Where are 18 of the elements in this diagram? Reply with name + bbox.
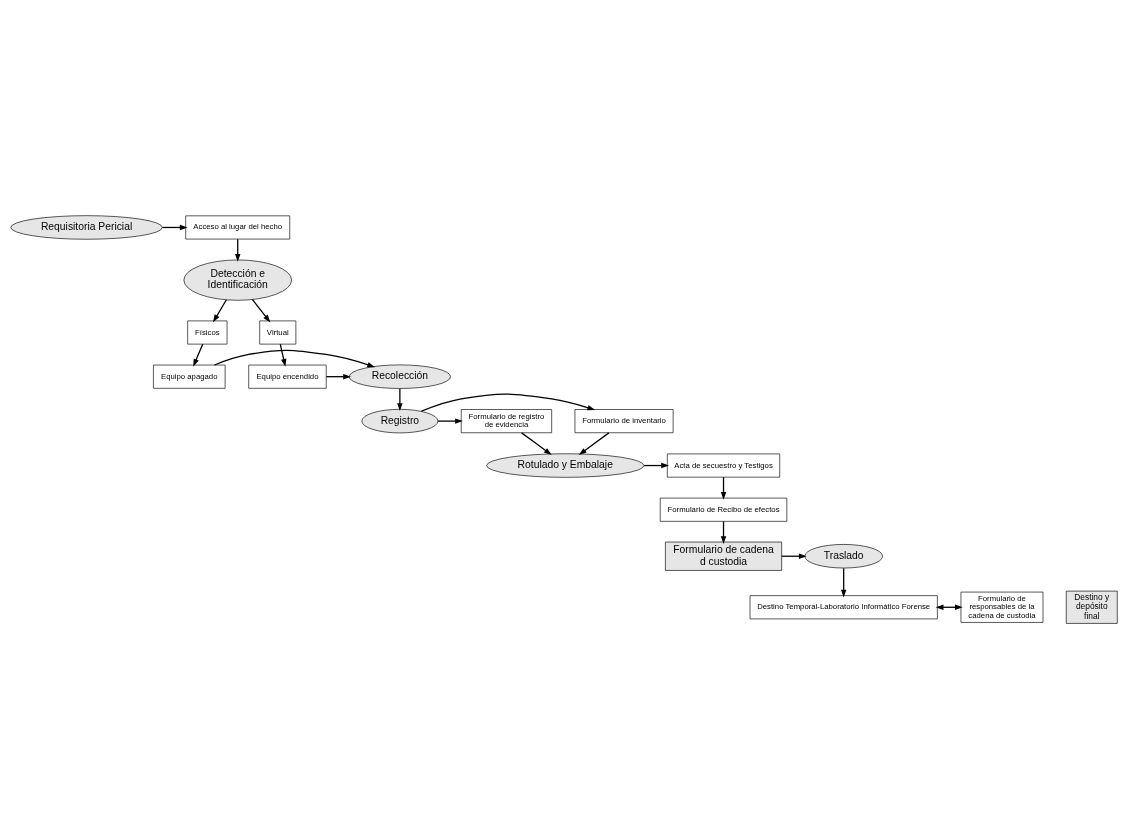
arrow [437,417,463,424]
arrow [193,343,204,367]
node-box: Formulario de cadena d custodia [665,541,782,571]
node-ellipse: Requisitoria Pericial [10,214,163,240]
arrow [420,392,596,412]
arrow [397,387,403,411]
node-ellipse: Detección e Identificación [183,259,292,301]
arrow [251,298,271,322]
arrow [520,431,552,455]
arrow [213,298,228,322]
arrow [578,431,610,455]
node-ellipse: Registro [361,408,439,433]
arrow [840,567,847,597]
arrow [213,349,376,367]
node-ellipse: Recolección [348,364,451,389]
node-ellipse: Traslado [804,543,883,568]
node-box: Destino y depósito final [1065,590,1118,624]
node-ellipse: Rotulado y Embalaje [486,452,645,478]
